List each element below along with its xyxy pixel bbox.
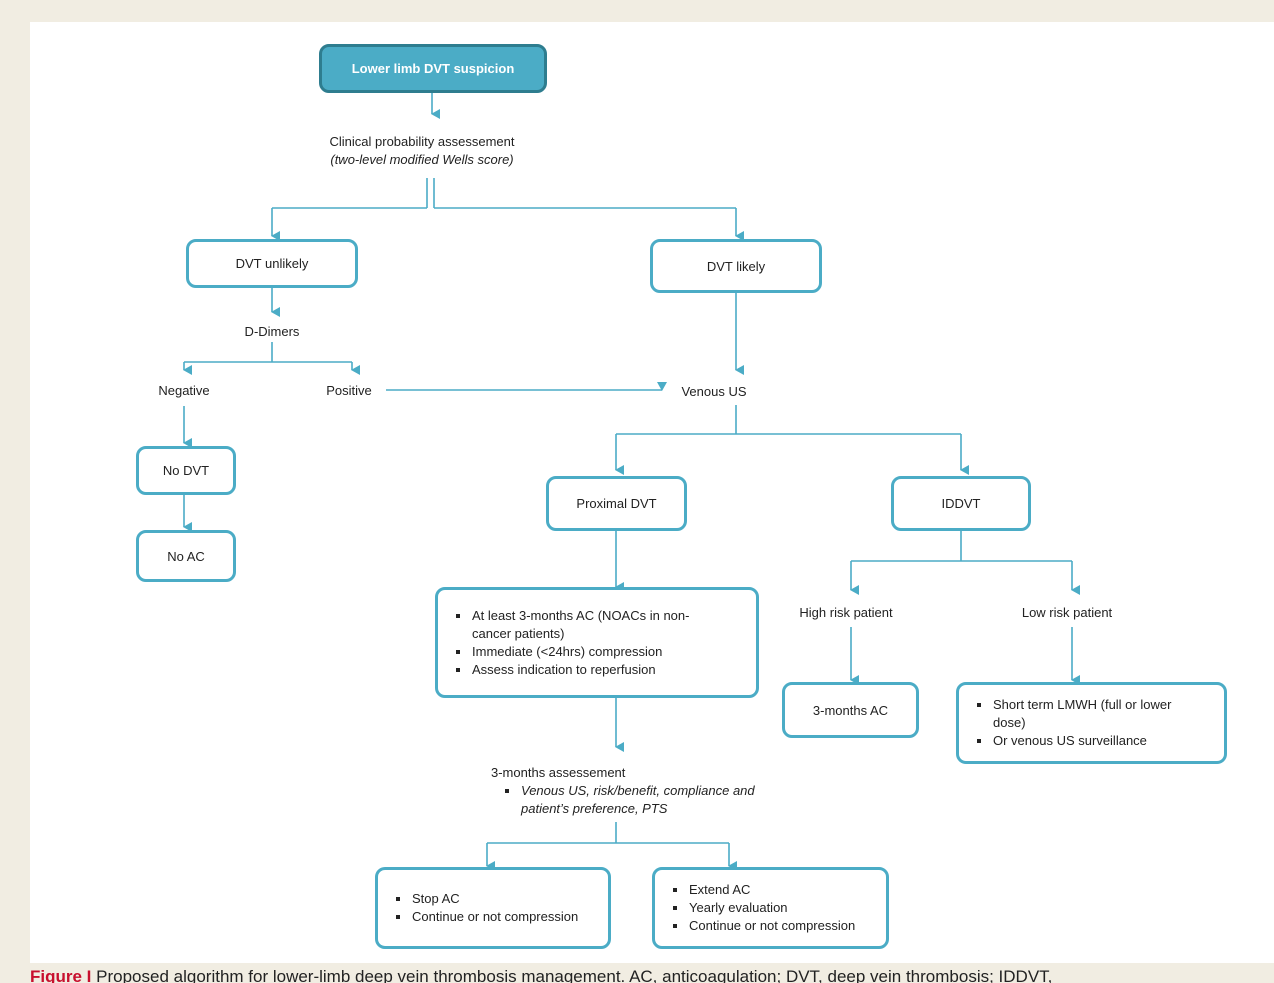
stop-ac-box: Stop AC Continue or not compression bbox=[375, 867, 611, 949]
iddvt-box: IDDVT bbox=[891, 476, 1031, 531]
list-item: Assess indication to reperfusion bbox=[456, 661, 746, 679]
no-ac-box: No AC bbox=[136, 530, 236, 582]
three-months-ac-box: 3-months AC bbox=[782, 682, 919, 738]
venous-us-label: Venous US bbox=[681, 384, 747, 399]
low-risk-treatment-list: Short term LMWH (full or lower dose) Or … bbox=[977, 696, 1214, 750]
list-item: At least 3-months AC (NOACs in non-cance… bbox=[456, 607, 746, 643]
dvt-likely-box: DVT likely bbox=[650, 239, 822, 293]
extend-ac-box: Extend AC Yearly evaluation Continue or … bbox=[652, 867, 889, 949]
assessment-title: 3-months assessement bbox=[491, 765, 626, 780]
figure-label: Figure I bbox=[30, 967, 92, 983]
list-item: Immediate (<24hrs) compression bbox=[456, 643, 746, 661]
assessment-details: Venous US, risk/benefit, compliance and … bbox=[505, 782, 765, 818]
d-dimers-label: D-Dimers bbox=[244, 324, 300, 339]
extend-ac-list: Extend AC Yearly evaluation Continue or … bbox=[673, 881, 855, 935]
stop-ac-list: Stop AC Continue or not compression bbox=[396, 890, 578, 926]
list-item: Yearly evaluation bbox=[673, 899, 855, 917]
dvt-unlikely-box: DVT unlikely bbox=[186, 239, 358, 288]
low-risk-label: Low risk patient bbox=[1021, 605, 1113, 620]
clinical-assessment-subtitle: (two-level modified Wells score) bbox=[330, 152, 514, 167]
low-risk-treatment-box: Short term LMWH (full or lower dose) Or … bbox=[956, 682, 1227, 764]
proximal-dvt-box: Proximal DVT bbox=[546, 476, 687, 531]
dvt-suspicion-box: Lower limb DVT suspicion bbox=[319, 44, 547, 93]
assessment-list: Venous US, risk/benefit, compliance and … bbox=[505, 782, 765, 818]
figure-caption: Figure I Proposed algorithm for lower-li… bbox=[30, 966, 1274, 983]
proximal-treatment-box: At least 3-months AC (NOACs in non-cance… bbox=[435, 587, 759, 698]
no-dvt-box: No DVT bbox=[136, 446, 236, 495]
high-risk-label: High risk patient bbox=[799, 605, 893, 620]
proximal-treatment-list: At least 3-months AC (NOACs in non-cance… bbox=[456, 607, 746, 679]
list-item: Continue or not compression bbox=[396, 908, 578, 926]
negative-label: Negative bbox=[158, 383, 210, 398]
list-item: Extend AC bbox=[673, 881, 855, 899]
list-item: Venous US, risk/benefit, compliance and … bbox=[505, 782, 765, 818]
clinical-assessment-title: Clinical probability assessement bbox=[329, 134, 515, 149]
list-item: Continue or not compression bbox=[673, 917, 855, 935]
list-item: Or venous US surveillance bbox=[977, 732, 1214, 750]
caption-text: Proposed algorithm for lower-limb deep v… bbox=[96, 967, 1053, 983]
list-item: Short term LMWH (full or lower dose) bbox=[977, 696, 1214, 732]
positive-label: Positive bbox=[326, 383, 372, 398]
list-item: Stop AC bbox=[396, 890, 578, 908]
